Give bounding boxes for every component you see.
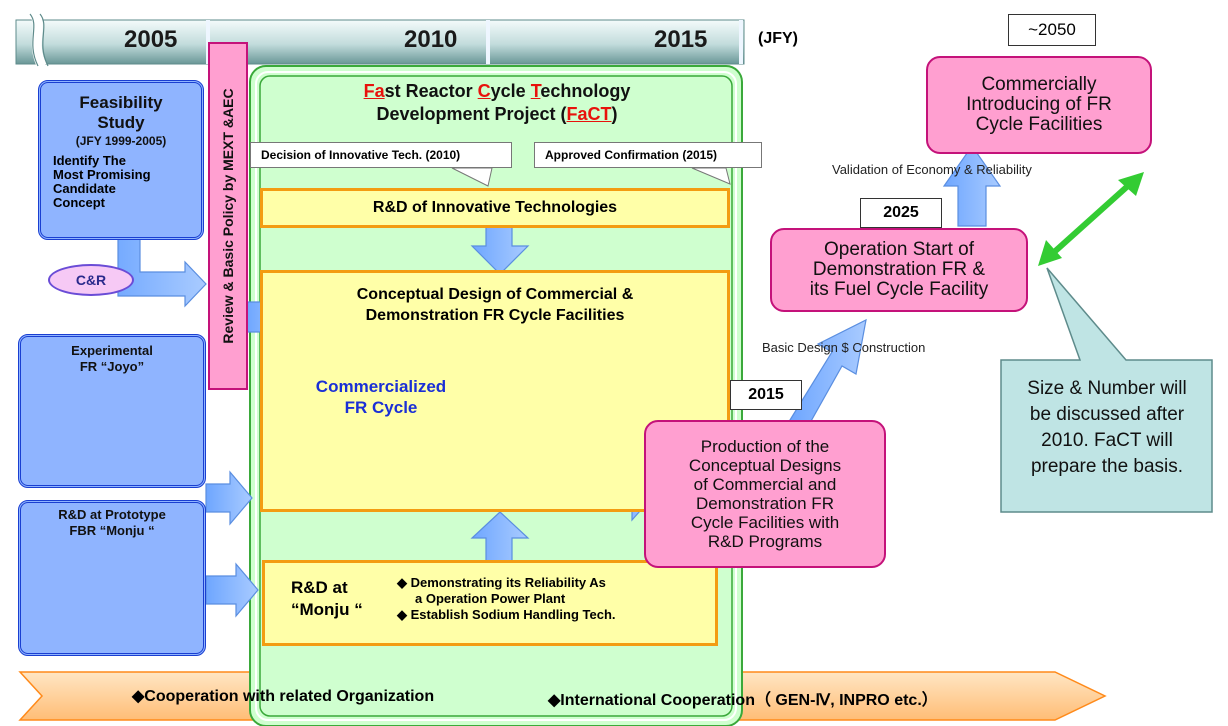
monju-rd-bullets: ◆ Demonstrating its Reliability As a Ope…: [397, 575, 616, 622]
arrow-joyo: [205, 470, 253, 526]
feasibility-title: Feasibility Study: [79, 93, 163, 132]
review-policy-label: Review & Basic Policy by MEXT &AEC: [220, 88, 236, 344]
monju-rd-label: R&D at “Monju “: [291, 578, 363, 619]
year-2010: 2010: [404, 26, 458, 53]
monju-rd-box: R&D at “Monju “ ◆ Demonstrating its Reli…: [262, 560, 718, 646]
operation-box: Operation Start of Demonstration FR & it…: [770, 228, 1028, 312]
feasibility-description: Identify The Most Promising Candidate Co…: [53, 153, 151, 210]
cooperation-international: ◆International Cooperation（ GEN-Ⅳ, INPRO…: [548, 692, 938, 709]
year-2015: 2015: [654, 26, 708, 53]
arrow-2015-to-2025: [789, 318, 867, 431]
feasibility-period: (JFY 1999-2005): [75, 134, 167, 148]
arrow-innovative-down: [470, 225, 530, 275]
monju-box: R&D at Prototype FBR “Monju “: [18, 500, 206, 656]
innovative-rd-box: R&D of Innovative Technologies: [260, 188, 730, 228]
fiscal-year-unit: (JFY): [758, 30, 798, 47]
year-2015-box: 2015: [730, 380, 802, 410]
cooperation-organization: ◆Cooperation with related Organization: [132, 688, 435, 705]
decision-callout-tail: [451, 167, 493, 187]
joyo-label: Experimental FR “Joyo”: [71, 343, 153, 374]
basic-design-label: Basic Design $ Construction: [762, 340, 926, 355]
arrow-2025-to-2050: [942, 144, 1002, 227]
review-policy-bar: Review & Basic Policy by MEXT &AEC: [208, 42, 248, 390]
year-2005: 2005: [124, 26, 178, 53]
arrow-monju-up: [470, 511, 530, 563]
approved-callout-tail: [691, 167, 731, 185]
year-2025-box: 2025: [860, 198, 942, 228]
approved-callout: Approved Confirmation (2015): [534, 142, 762, 168]
feasibility-study-box: Feasibility Study (JFY 1999-2005) Identi…: [38, 80, 204, 240]
decision-callout: Decision of Innovative Tech. (2010): [250, 142, 512, 168]
validation-label: Validation of Economy & Reliability: [832, 162, 1032, 177]
size-note-text: Size & Number will be discussed after 20…: [1027, 378, 1187, 477]
year-2050-box: ~2050: [1008, 14, 1096, 46]
monju-label: R&D at Prototype FBR “Monju “: [58, 507, 166, 538]
double-arrow: [1038, 172, 1144, 266]
cr-oval: C&R: [48, 264, 134, 296]
fact-title: Fast Reactor Cycle Technology Developmen…: [363, 81, 631, 124]
commercial-intro-box: Commercially Introducing of FR Cycle Fac…: [926, 56, 1152, 154]
timeline-bar: [15, 10, 745, 69]
conceptual-design-title: Conceptual Design of Commercial & Demons…: [356, 286, 634, 324]
joyo-box: Experimental FR “Joyo”: [18, 334, 206, 488]
arrow-monju: [205, 562, 259, 618]
commercialized-label: Commercialized FR Cycle: [315, 377, 447, 417]
production-box: Production of the Conceptual Designs of …: [644, 420, 886, 568]
size-note-callout: [1000, 267, 1213, 513]
